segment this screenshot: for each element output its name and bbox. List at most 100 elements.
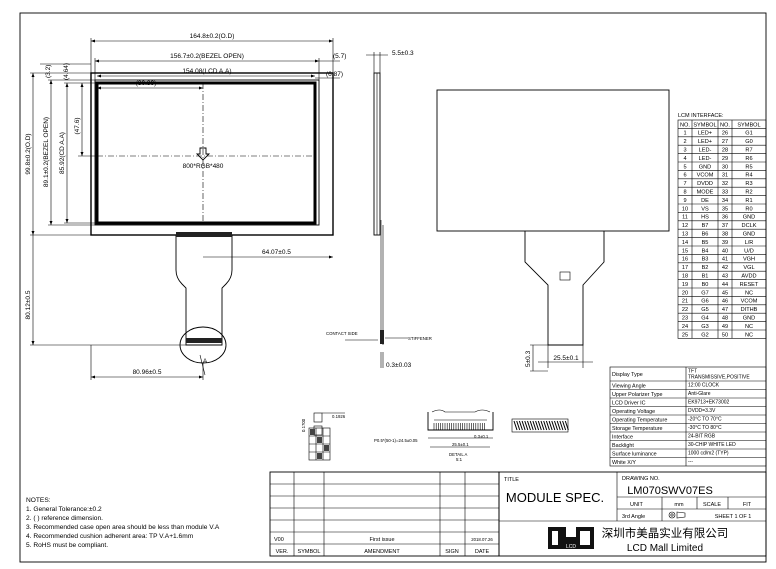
title-text: MODULE SPEC.	[506, 490, 604, 505]
spec-label: White X/Y	[612, 460, 636, 466]
left-dimensions: 99.8±0.2(O.D) 89.1±0.2(BEZEL OPEN) 85.92…	[25, 63, 186, 346]
lcm-cell: 20	[682, 290, 688, 296]
spec-label: Viewing Angle	[612, 383, 646, 389]
dim-outline-width: 164.8±0.2(O.D)	[190, 33, 235, 40]
notes: NOTES: 1. General Tolerance:±0.2 2. ( ) …	[26, 497, 220, 549]
lcm-cell: DE	[701, 198, 709, 204]
third-angle-projection-icon	[668, 511, 686, 519]
lcm-cell: 35	[722, 206, 728, 212]
rev-header-date: DATE	[475, 549, 490, 555]
lcm-cell: GND	[743, 316, 755, 322]
lcm-cell: AVDD	[741, 274, 756, 280]
lcm-cell: GND	[743, 232, 755, 238]
active-area	[95, 81, 317, 225]
detail-dim-side: 0.1700	[301, 418, 306, 432]
lcm-cell: 1	[683, 131, 686, 137]
rev-header-symbol: SYMBOL	[298, 549, 321, 555]
lcm-cell: NC	[745, 290, 753, 296]
lcm-cell: 2	[683, 139, 686, 145]
dim-outline-height: 99.8±0.2(O.D)	[25, 133, 32, 174]
dim-total-height: 80.12±0.5	[25, 290, 32, 319]
drawing-no-label: DRAWING NO.	[622, 476, 660, 482]
fpc-end-detail: P0.5*(50-1)=24.5±0.05 25.5±0.1 0.3±0.1 D…	[374, 409, 494, 462]
lcm-cell: G1	[745, 131, 752, 137]
lcm-cell: 38	[722, 232, 728, 238]
lcm-cell: B0	[702, 282, 709, 288]
spec-value: 24-BIT RGB	[688, 434, 716, 440]
lcm-cell: 46	[722, 299, 728, 305]
lcm-cell: 44	[722, 282, 728, 288]
spec-label: Upper Polarizer Type	[612, 392, 663, 398]
lcm-cell: L/R	[745, 240, 754, 246]
lcm-cell: G4	[701, 316, 708, 322]
front-view: 800*RGB*480 A 164.8±0.2(O.D) 156.7±0.2(B…	[25, 33, 346, 380]
lcm-cell: B3	[702, 257, 709, 263]
detail-dim-top: 0.1926	[332, 414, 346, 419]
lcm-cell: 40	[722, 248, 728, 254]
lcm-header-cell: NO.	[720, 122, 730, 128]
lcm-cell: RESET	[740, 282, 759, 288]
stiffener-label: STIFFENER	[408, 336, 432, 341]
lcm-cell: G2	[701, 332, 708, 338]
company-name-cn: 深圳市美晶实业有限公司	[602, 526, 729, 540]
lcm-cell: B7	[702, 223, 709, 229]
back-fpc	[524, 231, 605, 346]
fpc-contacts	[186, 338, 222, 343]
spec-label: Interface	[612, 434, 633, 440]
rev-ver: V00	[274, 537, 284, 543]
lcm-cell: 43	[722, 274, 728, 280]
lcm-cell: LED+	[698, 139, 712, 145]
lcm-cell: B2	[702, 265, 709, 271]
rev-amendment: First issue	[369, 537, 394, 543]
lcm-cell: 3	[683, 148, 686, 154]
lcm-header-cell: NO.	[680, 122, 690, 128]
title-label: TITLE	[504, 477, 519, 483]
spec-value: -30°C TO 80°C	[688, 425, 722, 431]
spec-value: Anti-Glare	[688, 391, 711, 397]
lcm-cell: 39	[722, 240, 728, 246]
lcm-cell: 10	[682, 206, 688, 212]
unit-label: UNIT	[630, 502, 643, 508]
drawing-no: LM070SWV07ES	[627, 485, 713, 497]
dim-bottom: 80.96±0.5	[133, 369, 162, 376]
spec-label: Surface luminance	[612, 451, 657, 457]
dim-half-height: (47.6)	[74, 118, 81, 135]
spec-label: Operating Temperature	[612, 417, 667, 423]
lcm-cell: 29	[722, 156, 728, 162]
detail-a-leader	[199, 354, 206, 376]
side-view: 5.5±0.3 CONTACT SIDE STIFFENER 0.3±0.03	[326, 50, 432, 369]
top-dimensions: 164.8±0.2(O.D) 156.7±0.2(BEZEL OPEN) 154…	[90, 33, 346, 90]
lcm-cell: 32	[722, 181, 728, 187]
lcm-cell: GND	[743, 215, 755, 221]
rev-header-ver: VER.	[276, 549, 289, 555]
lcm-cell: 6	[683, 173, 686, 179]
lcm-cell: R7	[745, 148, 752, 154]
lcm-cell: HS	[701, 215, 709, 221]
lcm-cell: R2	[745, 190, 752, 196]
revision-block: V00 First issue 2018.07.26 VER. SYMBOL A…	[269, 471, 500, 557]
lcm-cell: 49	[722, 324, 728, 330]
spec-label: LCD Driver IC	[612, 400, 646, 406]
detail-width: 25.5±0.1	[452, 442, 469, 447]
spec-value: 1000 cd/m2 (TYP)	[688, 451, 729, 457]
lcm-cell: 28	[722, 148, 728, 154]
angle-label: 3rd Angle	[622, 514, 645, 520]
lcm-cell: G6	[701, 299, 708, 305]
lcm-cell: 34	[722, 198, 728, 204]
fit-label: FIT	[743, 502, 752, 508]
spec-label: Storage Temperature	[612, 426, 663, 432]
lcm-cell: 47	[722, 307, 728, 313]
spec-value: TFT	[688, 369, 697, 375]
lcm-cell: DITHB	[741, 307, 758, 313]
lcm-cell: 13	[682, 232, 688, 238]
lcm-cell: R6	[745, 156, 752, 162]
dim-lcd-width: 154.08(LCD A.A)	[182, 68, 231, 75]
dim-fpc: 64.07±0.5	[262, 249, 291, 256]
back-connector	[559, 271, 571, 281]
company-name-en: LCD Mall Limited	[627, 543, 703, 554]
lcm-header-cell: SYMBOL	[693, 122, 716, 128]
lcm-cell: 21	[682, 299, 688, 305]
center-label: 800*RGB*480	[183, 163, 224, 170]
